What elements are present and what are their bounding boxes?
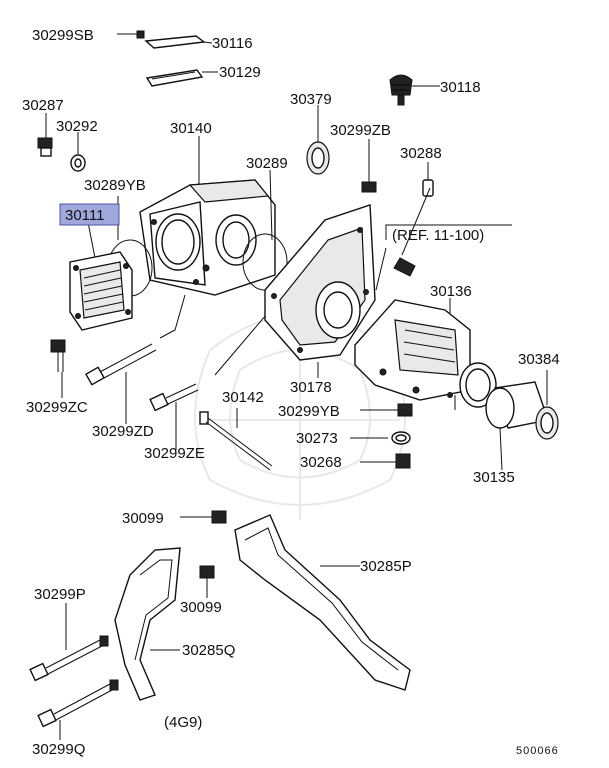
part-30299YB-bolt[interactable] (360, 403, 413, 417)
label-30285Q[interactable]: 30285Q (182, 642, 235, 659)
label-30299P[interactable]: 30299P (34, 586, 86, 603)
label-30299ZE[interactable]: 30299ZE (144, 445, 205, 462)
label-30285P[interactable]: 30285P (360, 558, 412, 575)
label-engine-4g9: (4G9) (164, 714, 202, 731)
label-30299ZD[interactable]: 30299ZD (92, 423, 154, 440)
label-30379[interactable]: 30379 (290, 91, 332, 108)
part-30379-oil-seal[interactable] (306, 105, 330, 175)
part-30287-plug[interactable] (37, 113, 53, 157)
label-30288[interactable]: 30288 (400, 145, 442, 162)
label-30268[interactable]: 30268 (300, 454, 342, 471)
label-30292[interactable]: 30292 (56, 118, 98, 135)
label-30136[interactable]: 30136 (430, 283, 472, 300)
label-30142[interactable]: 30142 (222, 389, 264, 406)
part-30129-gasket[interactable] (145, 69, 218, 87)
label-30140[interactable]: 30140 (170, 120, 212, 137)
label-30099-a[interactable]: 30099 (122, 510, 164, 527)
part-30099-bolt-a[interactable] (180, 510, 227, 524)
part-30285Q-bracket[interactable] (114, 547, 181, 701)
label-30129[interactable]: 30129 (219, 64, 261, 81)
part-30299ZB-bolt[interactable] (361, 139, 377, 193)
label-30299Q[interactable]: 30299Q (32, 741, 85, 758)
part-30299Q-bolt[interactable] (37, 679, 119, 740)
part-30142-dipstick[interactable] (199, 408, 273, 471)
label-30299YB[interactable]: 30299YB (278, 403, 340, 420)
part-30140-extension-housing[interactable] (139, 136, 276, 296)
part-30292-washer[interactable] (70, 132, 86, 172)
part-30099-bolt-b[interactable] (199, 565, 215, 598)
label-30111-highlight (59, 203, 120, 226)
label-30289YB[interactable]: 30289YB (84, 177, 146, 194)
leader-30299ZD (159, 294, 186, 339)
part-30384-seal[interactable] (535, 370, 559, 440)
label-30273[interactable]: 30273 (296, 430, 338, 447)
label-30384[interactable]: 30384 (518, 351, 560, 368)
part-30116-plate[interactable] (144, 35, 213, 49)
part-30273-washer[interactable] (350, 431, 411, 445)
label-30178[interactable]: 30178 (290, 379, 332, 396)
label-30111[interactable]: 30111 (65, 207, 105, 224)
label-30135[interactable]: 30135 (473, 469, 515, 486)
part-30299P-bolt[interactable] (29, 603, 109, 682)
part-30299ZE-bolt[interactable] (149, 383, 199, 450)
label-30116[interactable]: 30116 (212, 35, 253, 52)
part-30111-cover[interactable] (69, 221, 133, 331)
part-30299SB-screw[interactable] (117, 30, 145, 39)
part-30268-plug[interactable] (360, 453, 411, 469)
label-30299SB[interactable]: 30299SB (32, 27, 94, 44)
label-ref[interactable]: (REF. 11-100) (392, 227, 484, 244)
part-30285P-bracket[interactable] (234, 514, 411, 691)
label-30118[interactable]: 30118 (440, 79, 481, 96)
part-30299ZD-bolt[interactable] (84, 343, 157, 424)
label-30287[interactable]: 30287 (22, 97, 64, 114)
part-30299ZC-bolt[interactable] (50, 339, 66, 398)
label-30099-b[interactable]: 30099 (180, 599, 222, 616)
part-30288-dowel-pin[interactable] (422, 162, 434, 197)
part-30118-breather-cap[interactable] (389, 74, 440, 106)
diagram-code: 500066 (516, 745, 559, 757)
label-30289[interactable]: 30289 (246, 155, 288, 172)
part-30178-gasket-adapter[interactable] (264, 204, 376, 378)
label-30299ZC[interactable]: 30299ZC (26, 399, 88, 416)
part-30135-sleeve[interactable] (485, 381, 549, 471)
ref-arrow (375, 187, 512, 291)
part-30136-transfer-case[interactable] (354, 298, 497, 410)
label-30299ZB[interactable]: 30299ZB (330, 122, 391, 139)
